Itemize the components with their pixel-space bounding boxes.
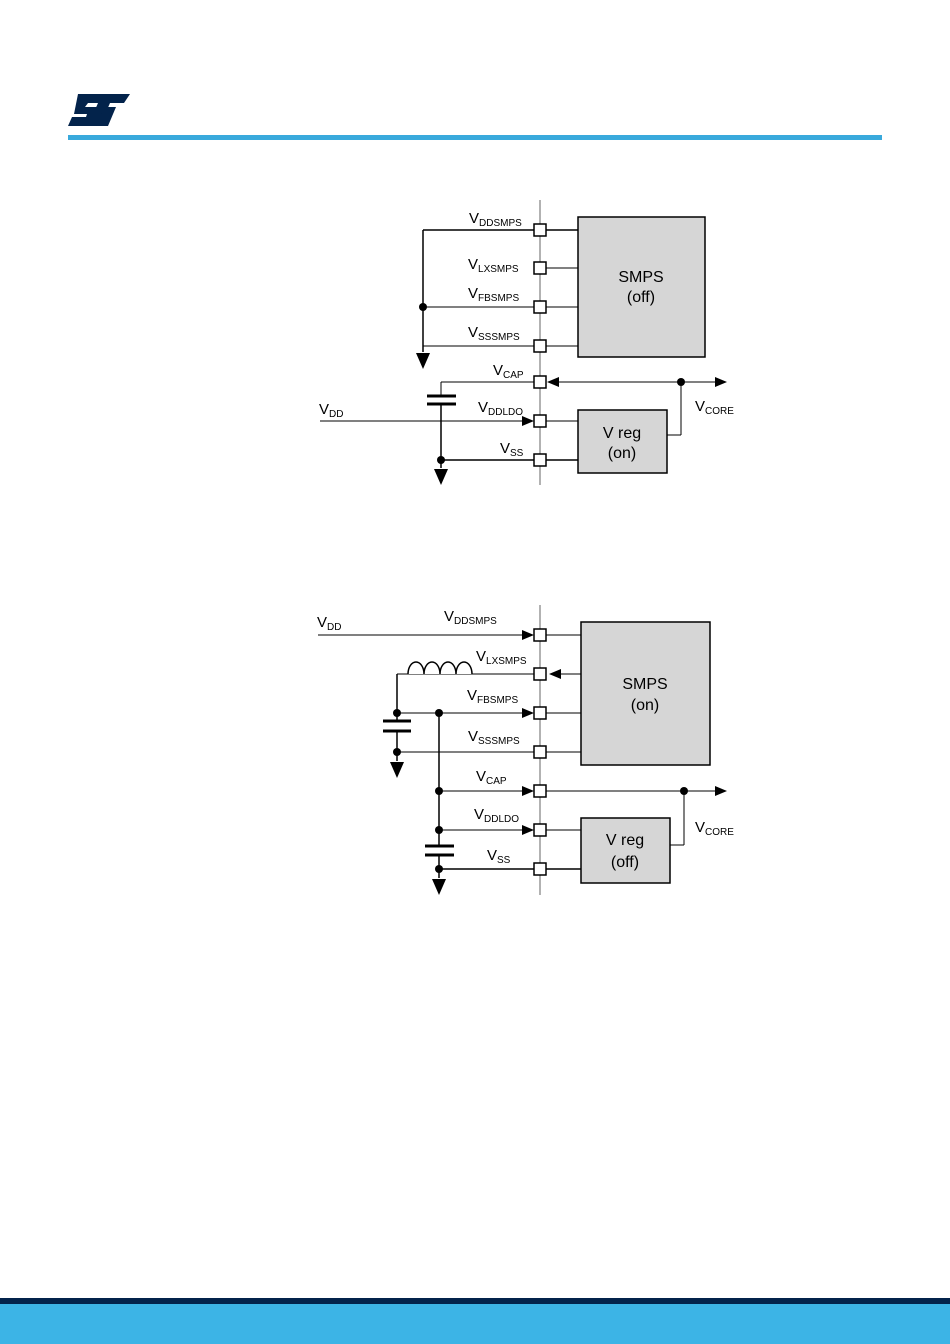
output-label-vcore: VCORE — [695, 819, 734, 838]
pin-square — [534, 668, 546, 680]
pin-square — [534, 863, 546, 875]
inductor-icon — [408, 662, 472, 674]
pin-label-vlxsmps: VLXSMPS — [476, 648, 527, 667]
pin-square — [534, 340, 546, 352]
pin-label-vfbsmps: VFBSMPS — [467, 687, 518, 706]
smps-block-top — [578, 217, 705, 357]
diagram-bottom: VDDSMPS VLXSMPS VFBSMPS VSSSMPS VCAP VDD… — [317, 605, 734, 895]
junction-dot — [419, 303, 427, 311]
pin-label-vss: VSS — [500, 440, 524, 459]
ground-icon — [432, 879, 446, 895]
pin-square — [534, 224, 546, 236]
output-label-vcore: VCORE — [695, 398, 734, 417]
ground-icon — [434, 469, 448, 485]
pin-square — [534, 707, 546, 719]
junction-dot — [435, 709, 443, 717]
pin-square — [534, 376, 546, 388]
smps-block-title: SMPS — [618, 269, 663, 286]
ground-icon — [390, 762, 404, 778]
smps-block-title: SMPS — [622, 676, 667, 693]
pin-label-vddldo: VDDLDO — [478, 399, 523, 418]
junction-dot — [680, 787, 688, 795]
pin-label-vcap: VCAP — [476, 768, 507, 787]
vreg-block-state: (off) — [611, 854, 639, 871]
pin-square — [534, 824, 546, 836]
pin-square — [534, 415, 546, 427]
pin-square — [534, 301, 546, 313]
pin-label-vsssmps: VSSSMPS — [468, 324, 520, 343]
pin-square — [534, 746, 546, 758]
pin-square — [534, 262, 546, 274]
vreg-block-bottom — [581, 818, 670, 883]
vreg-block-title: V reg — [606, 832, 644, 849]
pin-label-vddsmps: VDDSMPS — [469, 210, 522, 229]
pin-label-vcap: VCAP — [493, 362, 524, 381]
smps-block-bottom — [581, 622, 710, 765]
pin-square — [534, 454, 546, 466]
pin-square — [534, 629, 546, 641]
pin-label-vddldo: VDDLDO — [474, 806, 519, 825]
footer-blue-band — [0, 1304, 950, 1344]
pin-label-vddsmps: VDDSMPS — [444, 608, 497, 627]
pin-label-vsssmps: VSSSMPS — [468, 728, 520, 747]
vreg-block-title: V reg — [603, 425, 641, 442]
diagram-top: VDDSMPS VLXSMPS VFBSMPS VSSSMPS VCAP VDD… — [319, 200, 734, 485]
smps-block-state: (on) — [631, 697, 659, 714]
pin-label-vlxsmps: VLXSMPS — [468, 256, 519, 275]
pin-square — [534, 785, 546, 797]
vreg-block-state: (on) — [608, 445, 636, 462]
supply-label-vdd: VDD — [319, 401, 343, 420]
pin-label-vfbsmps: VFBSMPS — [468, 285, 519, 304]
junction-dot — [677, 378, 685, 386]
smps-block-state: (off) — [627, 289, 655, 306]
pin-label-vss: VSS — [487, 847, 511, 866]
supply-label-vdd: VDD — [317, 614, 341, 633]
ground-icon — [416, 353, 430, 369]
